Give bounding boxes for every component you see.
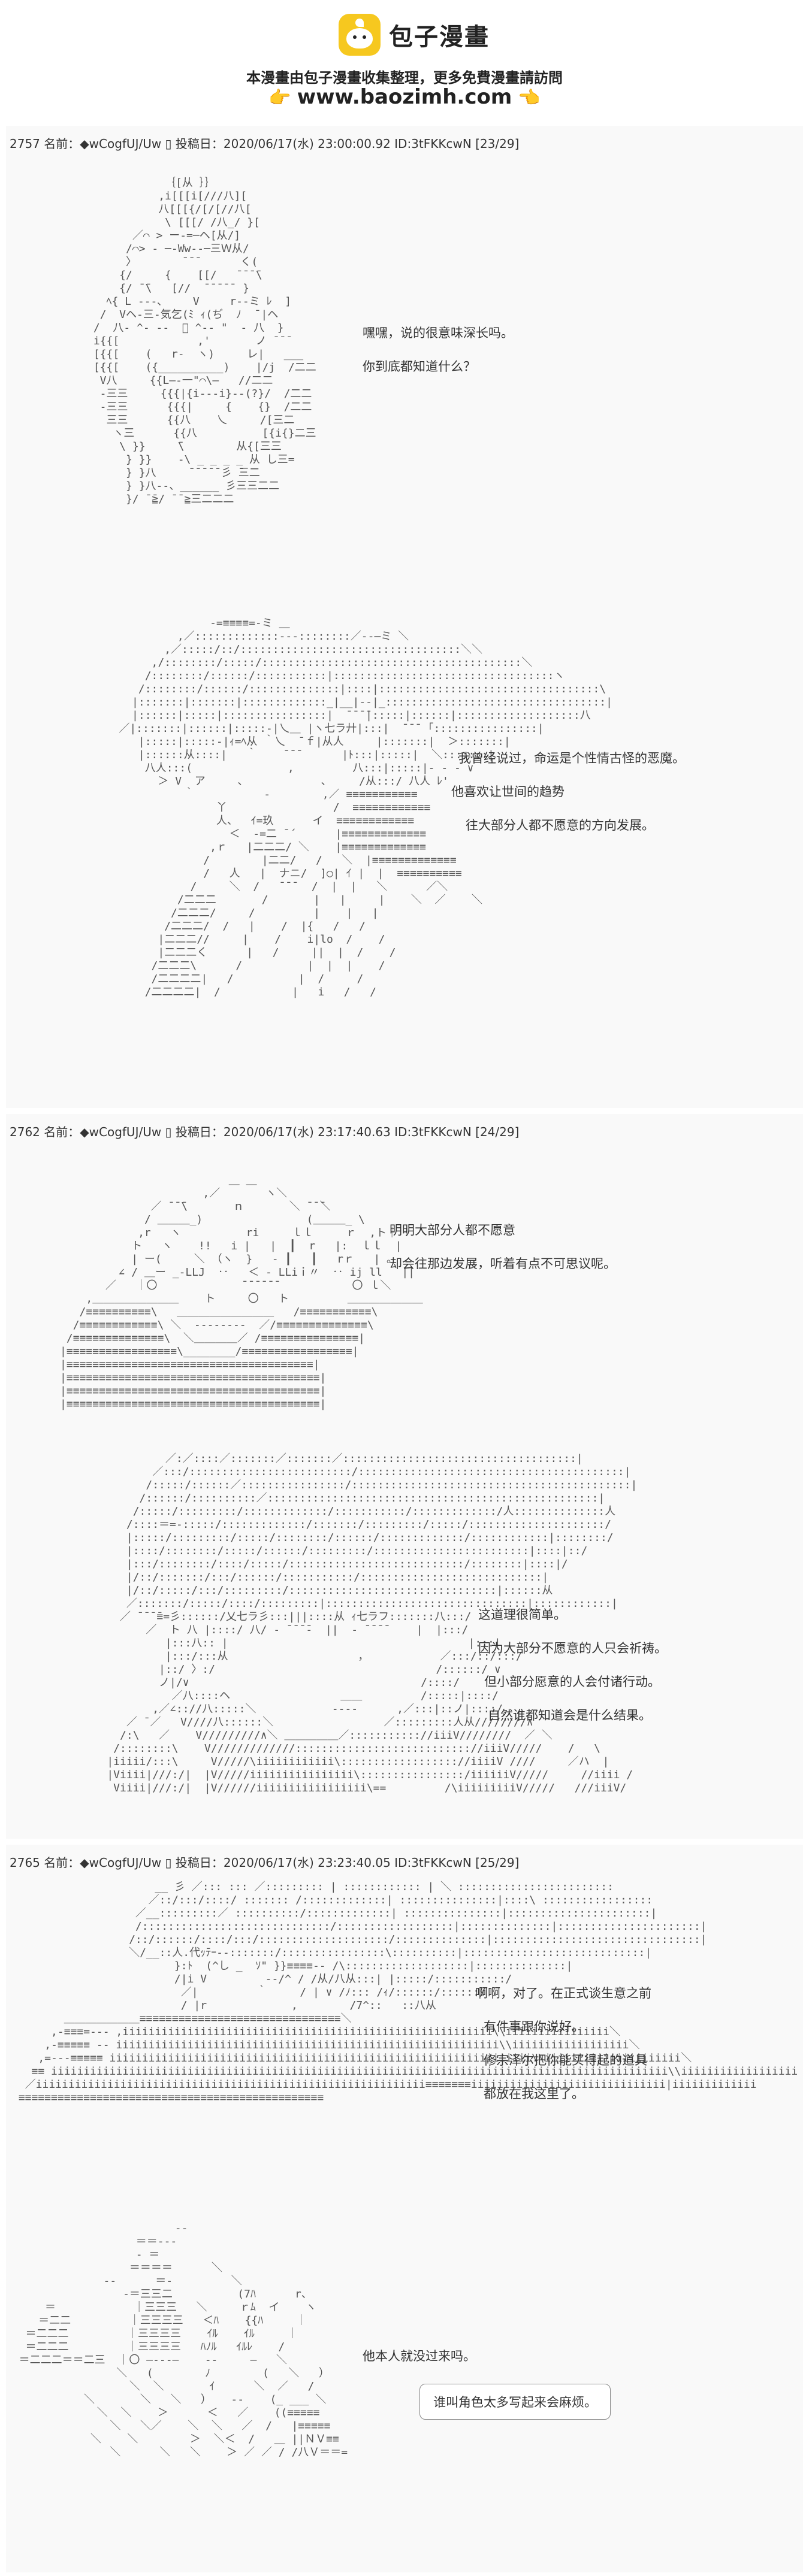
dialogue-line: 却会往那边发展，听着有点不可思议呢。: [390, 1257, 616, 1271]
ascii-art-character: __ 彡 ／::: ::: ／::::::::: | :::::::::::: …: [18, 1881, 798, 2104]
dialogue-line: 都放在我这里了。: [484, 2087, 584, 2101]
post-panel: 2762 名前：◆wCogfUJ/Uw ▯ 投稿日：2020/06/17(水) …: [6, 1114, 803, 1839]
dialogue-block: 他本人就没过来吗。: [363, 2347, 476, 2380]
dialogue-block: 明明大部分人都不愿意 却会往那边发展，听着有点不可思议呢。: [390, 1221, 616, 1288]
site-url-row: 👉 www.baozimh.com 👈: [0, 85, 809, 109]
dialogue-line: 你到底都知道什么？: [363, 359, 476, 374]
speech-bubble-text: 谁叫角色太多写起来会麻烦。: [433, 2395, 597, 2409]
post-panel: 2765 名前：◆wCogfUJ/Uw ▯ 投稿日：2020/06/17(水) …: [6, 1845, 803, 2572]
dialogue-line: 明明大部分人都不愿意: [390, 1223, 515, 1237]
dialogue-line: 他本人就没过来吗。: [363, 2349, 476, 2363]
site-url-link[interactable]: www.baozimh.com: [297, 85, 512, 109]
site-logo[interactable]: 包子漫畫: [339, 11, 490, 59]
post-panel: 2757 名前：◆wCogfUJ/Uw ▯ 投稿日：2020/06/17(水) …: [6, 126, 803, 1108]
dialogue-line: 但小部分愿意的人会付诸行动。: [484, 1675, 660, 1689]
dialogue-block: 这道理很简单。 因为大部分不愿意的人只会祈祷。 但小部分愿意的人会付诸行动。 自…: [478, 1605, 667, 1739]
dialogue-line: 因为大部分不愿意的人只会祈祷。: [478, 1641, 667, 1655]
post-header: 2765 名前：◆wCogfUJ/Uw ▯ 投稿日：2020/06/17(水) …: [10, 1855, 520, 1870]
dialogue-line: 修宗泽尔把你能买得起的道具: [484, 2053, 647, 2068]
dialogue-line: 有件事跟你说好。: [484, 2020, 584, 2034]
pointing-hand-icon: 👈: [518, 87, 541, 108]
post-header: 2757 名前：◆wCogfUJ/Uw ▯ 投稿日：2020/06/17(水) …: [10, 137, 520, 151]
dialogue-line: 往大部分人都不愿意的方向发展。: [466, 818, 654, 833]
ascii-art-character: ｛[从 ｝｝ ,i[[[i[///八][ 八[[[{/[/[//八[ \ [[[…: [93, 177, 316, 505]
pointing-hand-icon: 👉: [268, 87, 291, 108]
dialogue-line: 嘿嘿，说的很意味深长吗。: [363, 326, 514, 340]
post-header: 2762 名前：◆wCogfUJ/Uw ▯ 投稿日：2020/06/17(水) …: [10, 1125, 520, 1139]
site-notice: 本漫畫由包子漫畫收集整理，更多免費漫畫請訪問: [246, 69, 563, 86]
dialogue-block: 我曾经说过，命运是个性情古怪的恶魔。 他喜欢让世间的趋势 往大部分人都不愿意的方…: [451, 749, 685, 849]
logo-text: 包子漫畫: [389, 23, 490, 51]
dialogue-line: 我曾经说过，命运是个性情古怪的恶魔。: [458, 751, 685, 765]
speech-bubble: 谁叫角色太多写起来会麻烦。: [419, 2384, 611, 2420]
ascii-art-character: ＿ ＿ ,／ ヽ＼ ／ ̄ ̄ ̄\ ｎ ＼ ̄ ̄ ̄＼ / ＿＿＿_) (＿…: [60, 1174, 423, 1410]
dialogue-line: 自然谁都知道会是什么结果。: [488, 1708, 651, 1723]
ascii-art-character: ‐- ＝＝-‐‐ ‐ ＝ ＝＝＝＝ ＼ ‐- ＝‐ ＼ ‐＝三三二 (7ﾊ r、…: [19, 2222, 348, 2459]
dialogue-block: 嘿嘿，说的很意味深长吗。 你到底都知道什么？: [363, 323, 514, 391]
dialogue-line: 啊啊，对了。在正式谈生意之前: [475, 1986, 651, 2000]
dialogue-line: 他喜欢让世间的趋势: [451, 785, 565, 799]
bun-mascot-icon: [339, 14, 381, 56]
dialogue-line: 这道理很简单。: [478, 1608, 566, 1622]
ascii-art-character: ／:／::::／:::::::／:::::::／::::::::::::::::…: [107, 1452, 638, 1794]
site-header: 包子漫畫 本漫畫由包子漫畫收集整理，更多免費漫畫請訪問 👉 www.baozimh…: [0, 0, 809, 120]
ascii-art-character: ‐=≡≡≡≡=‐ミ ＿ ,／:::::::::::::‐‐‐::::::::／‐…: [119, 617, 612, 998]
dialogue-block: 啊啊，对了。在正式谈生意之前 有件事跟你说好。 修宗泽尔把你能买得起的道具 都放…: [475, 1984, 651, 2118]
